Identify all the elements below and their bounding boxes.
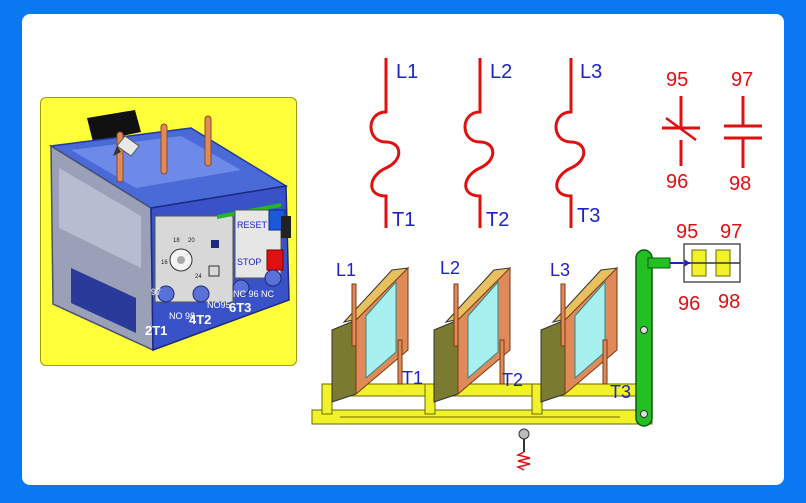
terminal-label-t3: T3 [577, 205, 600, 227]
lever-base-pin [640, 410, 648, 418]
nc-top-label: 95 [666, 69, 688, 91]
yellow-frame [311, 383, 653, 425]
no-bottom-label: 98 [729, 173, 751, 195]
mech-label-t3: T3 [610, 382, 631, 402]
block-label-97: 97 [720, 221, 742, 243]
no-top-label: 97 [731, 69, 753, 91]
stack-3-lead-in [560, 283, 566, 347]
stack-3-lead-out [602, 339, 608, 385]
push-rod-arrow [684, 259, 690, 267]
stack-2-lead-out [499, 339, 505, 385]
reset-label: RESET [237, 220, 268, 230]
thermal-element-l3: L3 T3 [554, 58, 602, 228]
relay-side-highlight [59, 168, 141, 268]
mech-label-t1: T1 [402, 368, 423, 388]
block-label-95: 95 [676, 221, 698, 243]
terminal-97-label: 97 [151, 287, 161, 297]
copper-pin-3 [204, 115, 212, 167]
stack-1-lead-out [397, 339, 403, 385]
bimetal-stack-2: L2 T2 [433, 258, 523, 403]
stop-label: STOP [237, 257, 261, 267]
relay-side-base [71, 268, 136, 333]
spring-coil [515, 451, 531, 471]
mode-switch[interactable] [211, 240, 219, 248]
terminal-nc96-label: NC 96 NC [233, 289, 275, 299]
nc-bottom-label: 96 [666, 171, 688, 193]
rear-clip [281, 216, 291, 238]
terminal-6t3-label: 6T3 [229, 300, 251, 315]
relay-copper-pins [116, 115, 212, 183]
phase-label-l1: L1 [396, 61, 418, 83]
top-lug [87, 110, 141, 142]
lever-arm [635, 249, 653, 427]
thermal-element-l2: L2 T2 [463, 58, 512, 231]
heater-symbol-1 [369, 58, 401, 228]
heater-symbol-2 [463, 58, 495, 228]
stack-1-glass [365, 280, 397, 380]
dial-number-18: 18 [173, 238, 180, 244]
phase-label-l2: L2 [490, 61, 512, 83]
terminal-4t2-label: 4T2 [189, 312, 211, 327]
terminal-no98-label: NO 98 [169, 311, 195, 321]
window-marker [208, 265, 220, 277]
reset-spring [515, 428, 531, 471]
nc-contact-symbol: 95 96 [662, 69, 700, 193]
thermal-element-l1: L1 T1 [369, 58, 418, 231]
mech-label-l1: L1 [336, 260, 356, 280]
terminal-screw-4 [264, 269, 282, 287]
auxiliary-contact-block: 95 97 96 98 [670, 221, 742, 315]
pencil-icon [113, 135, 140, 157]
bimetal-stack-3: L3 T3 [540, 260, 631, 403]
stack-2-lead-in [453, 283, 459, 347]
no-contact-symbol: 97 98 [724, 69, 762, 195]
copper-pin-2 [160, 123, 168, 175]
bimetal-stack-1: L1 T1 [331, 260, 423, 403]
terminal-no95-label: NO95 [207, 300, 231, 310]
terminal-screw-1 [157, 285, 175, 303]
dial-number-16: 16 [161, 260, 168, 266]
heater-symbol-3 [554, 58, 586, 228]
thermal-relay-illustration: RESET STOP 18 20 16 24 97 NO 98 NO95 NC … [48, 110, 291, 352]
spring-knob [518, 428, 530, 440]
nc-slash [665, 116, 697, 142]
lever-pivot [640, 326, 648, 334]
dial-number-24: 24 [195, 274, 202, 280]
frame-top-rail [321, 383, 641, 397]
stack-2-glass [467, 280, 499, 380]
terminal-2t1-label: 2T1 [145, 323, 167, 338]
mech-label-l2: L2 [440, 258, 460, 278]
mech-label-t2: T2 [502, 370, 523, 390]
frame-post-1 [321, 383, 333, 415]
terminal-screw-2 [192, 285, 210, 303]
lever-tip [647, 257, 671, 269]
dial-knob [177, 256, 185, 264]
mech-label-l3: L3 [550, 260, 570, 280]
trip-lever[interactable] [635, 249, 671, 427]
terminal-label-t2: T2 [486, 209, 509, 231]
block-label-96: 96 [678, 293, 700, 315]
terminal-label-t1: T1 [392, 209, 415, 231]
relay-photo-panel: RESET STOP 18 20 16 24 97 NO 98 NO95 NC … [40, 97, 297, 366]
terminal-screw-3 [232, 279, 250, 297]
block-label-98: 98 [718, 291, 740, 313]
relay-top-highlight [71, 136, 241, 188]
phase-label-l3: L3 [580, 61, 602, 83]
dial-number-20: 20 [188, 238, 195, 244]
stack-1-lead-in [351, 283, 357, 347]
